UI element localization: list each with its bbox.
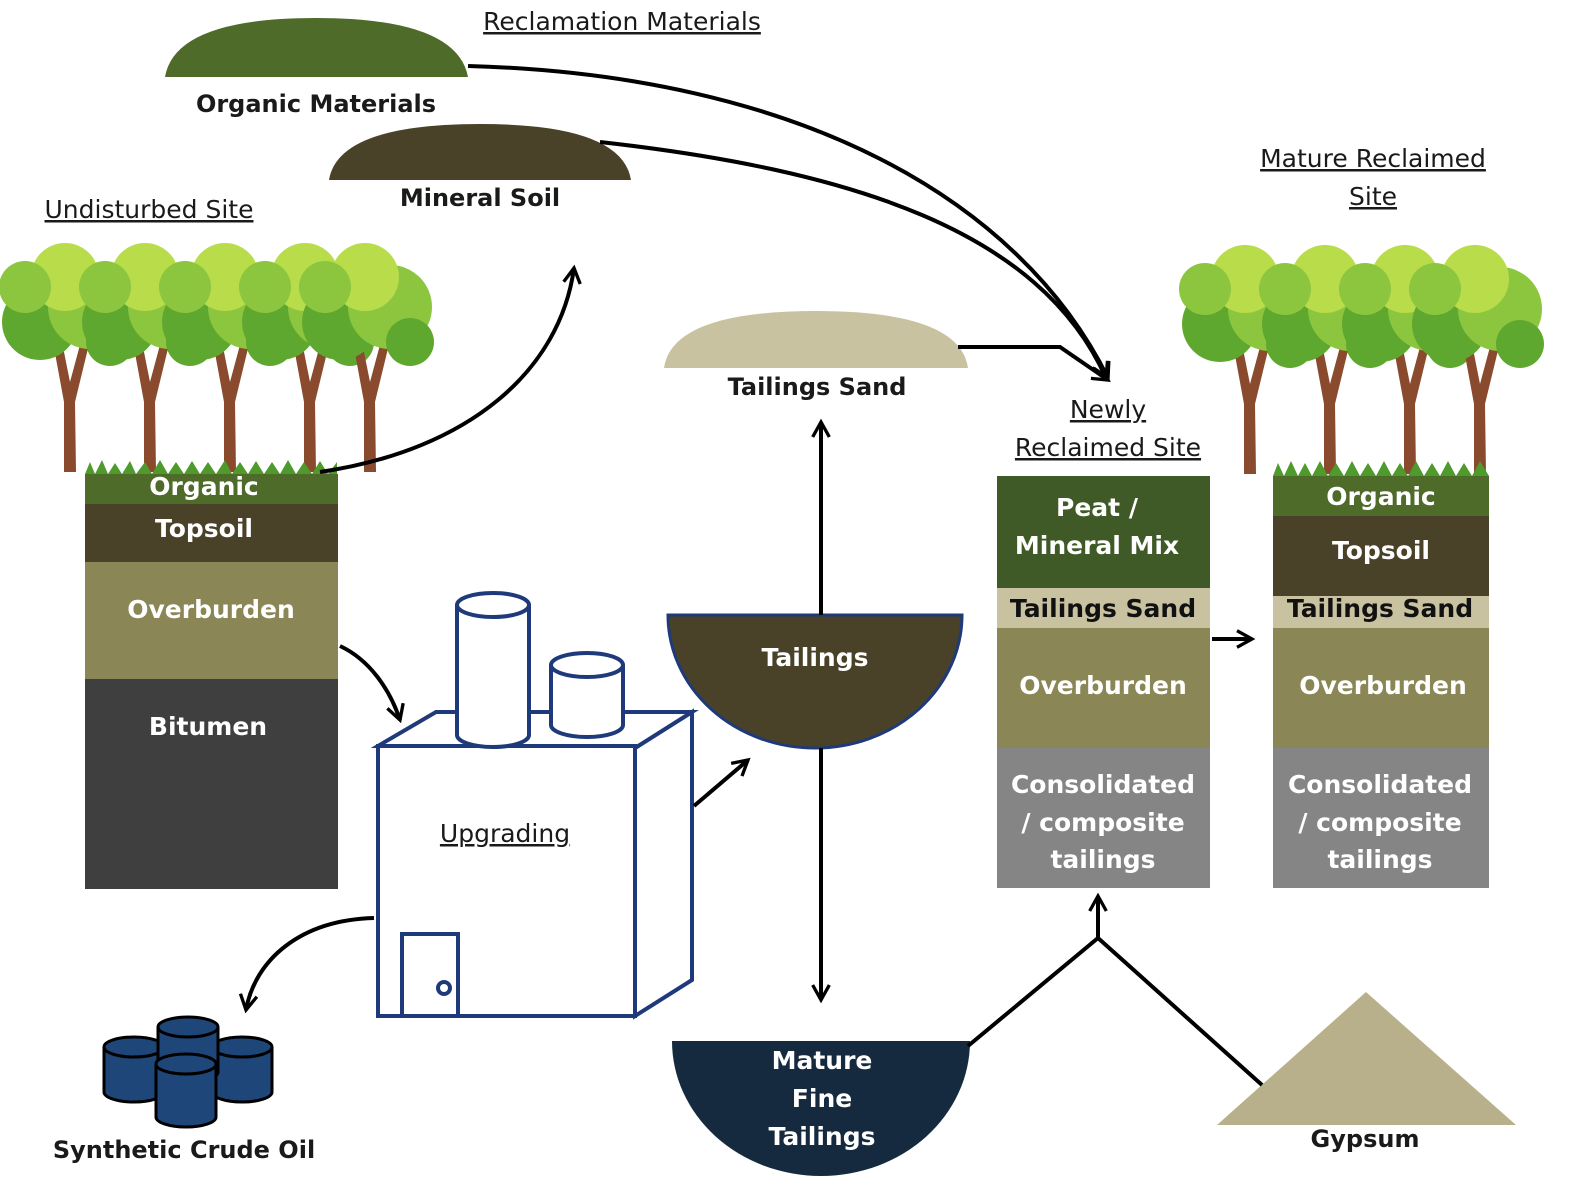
newly-overburden-label: Overburden bbox=[1019, 671, 1187, 700]
newly-peat-layer bbox=[997, 476, 1210, 588]
undisturbed-site-title: Undisturbed Site bbox=[45, 195, 254, 224]
newly-ct-label-3: tailings bbox=[1050, 845, 1155, 874]
newly-overburden-layer bbox=[997, 628, 1210, 748]
gypsum-pile bbox=[1217, 992, 1516, 1125]
undisturbed-organic-layer bbox=[85, 474, 338, 504]
gypsum-label: Gypsum bbox=[1311, 1125, 1420, 1153]
mft-label-3: Tailings bbox=[769, 1122, 876, 1151]
newly-reclaimed-title-1: Newly bbox=[1070, 395, 1146, 424]
tailings-basin bbox=[666, 613, 964, 750]
undisturbed-organic-label: Organic bbox=[149, 472, 259, 501]
mature-tailings-sand-layer bbox=[1273, 596, 1489, 628]
mature-ct-label-2: / composite bbox=[1298, 808, 1461, 837]
undisturbed-overburden-label: Overburden bbox=[127, 595, 295, 624]
newly-ct-label-2: / composite bbox=[1021, 808, 1184, 837]
synthetic-crude-oil-barrels bbox=[102, 1015, 274, 1129]
mature-reclaimed-title-2: Site bbox=[1349, 182, 1397, 211]
newly-tailings-sand-layer bbox=[997, 588, 1210, 628]
organic-materials-pile bbox=[165, 18, 468, 77]
undisturbed-topsoil-layer bbox=[85, 504, 338, 562]
newly-peat-label-2: Mineral Mix bbox=[1015, 531, 1179, 560]
mature-overburden-layer bbox=[1273, 628, 1489, 748]
site-to-materials-arrow bbox=[319, 268, 574, 474]
newly-peat-label-1: Peat / bbox=[1056, 493, 1139, 522]
tailings-sand-pile bbox=[664, 311, 968, 368]
undisturbed-overburden-layer bbox=[85, 562, 338, 679]
mineral-soil-label: Mineral Soil bbox=[400, 184, 560, 212]
mft-basin bbox=[672, 1041, 970, 1176]
mft-gypsum-to-ct-arrow bbox=[966, 935, 1264, 1087]
organic-materials-label: Organic Materials bbox=[196, 90, 436, 118]
mature-topsoil-layer bbox=[1273, 516, 1489, 596]
upgrading-to-oil-arrow bbox=[246, 916, 375, 1010]
mature-tailings-sand-label: Tailings Sand bbox=[1287, 594, 1473, 623]
undisturbed-bitumen-layer bbox=[85, 679, 338, 889]
tailings-label: Tailings bbox=[762, 643, 869, 672]
mft-label-2: Fine bbox=[792, 1084, 852, 1113]
mature-ct-label-3: tailings bbox=[1327, 845, 1432, 874]
reclamation-materials-title: Reclamation Materials bbox=[483, 7, 761, 36]
tailings-sand-pile-label: Tailings Sand bbox=[728, 373, 907, 401]
mature-topsoil-label: Topsoil bbox=[1332, 536, 1430, 565]
undisturbed-topsoil-label: Topsoil bbox=[155, 514, 253, 543]
organic-to-newly-arrow bbox=[467, 64, 1108, 378]
mineral-to-newly-arrow bbox=[599, 140, 1106, 378]
sand-to-newly-arrow bbox=[958, 345, 1108, 380]
undisturbed-bitumen-label: Bitumen bbox=[149, 712, 267, 741]
upgrading-label: Upgrading bbox=[440, 819, 570, 848]
mineral-soil-pile bbox=[329, 124, 631, 180]
mature-ct-label-1: Consolidated bbox=[1288, 770, 1472, 799]
bitumen-to-upgrading-arrow bbox=[339, 644, 400, 720]
newly-ct-layer bbox=[997, 748, 1210, 888]
mature-trees bbox=[1179, 245, 1544, 476]
upgrading-to-tailings-arrow bbox=[692, 760, 748, 808]
mft-label-1: Mature bbox=[772, 1046, 873, 1075]
synthetic-crude-oil-label: Synthetic Crude Oil bbox=[53, 1136, 315, 1164]
mature-organic-layer bbox=[1273, 476, 1489, 516]
mature-overburden-label: Overburden bbox=[1299, 671, 1467, 700]
upgrading-plant bbox=[370, 591, 699, 1020]
mature-organic-label: Organic bbox=[1326, 482, 1436, 511]
mature-ct-layer bbox=[1273, 748, 1489, 888]
mature-reclaimed-title-1: Mature Reclaimed bbox=[1260, 144, 1486, 173]
newly-tailings-sand-label: Tailings Sand bbox=[1010, 594, 1196, 623]
undisturbed-trees bbox=[0, 243, 434, 476]
newly-ct-label-1: Consolidated bbox=[1011, 770, 1195, 799]
newly-reclaimed-title-2: Reclaimed Site bbox=[1015, 433, 1201, 462]
